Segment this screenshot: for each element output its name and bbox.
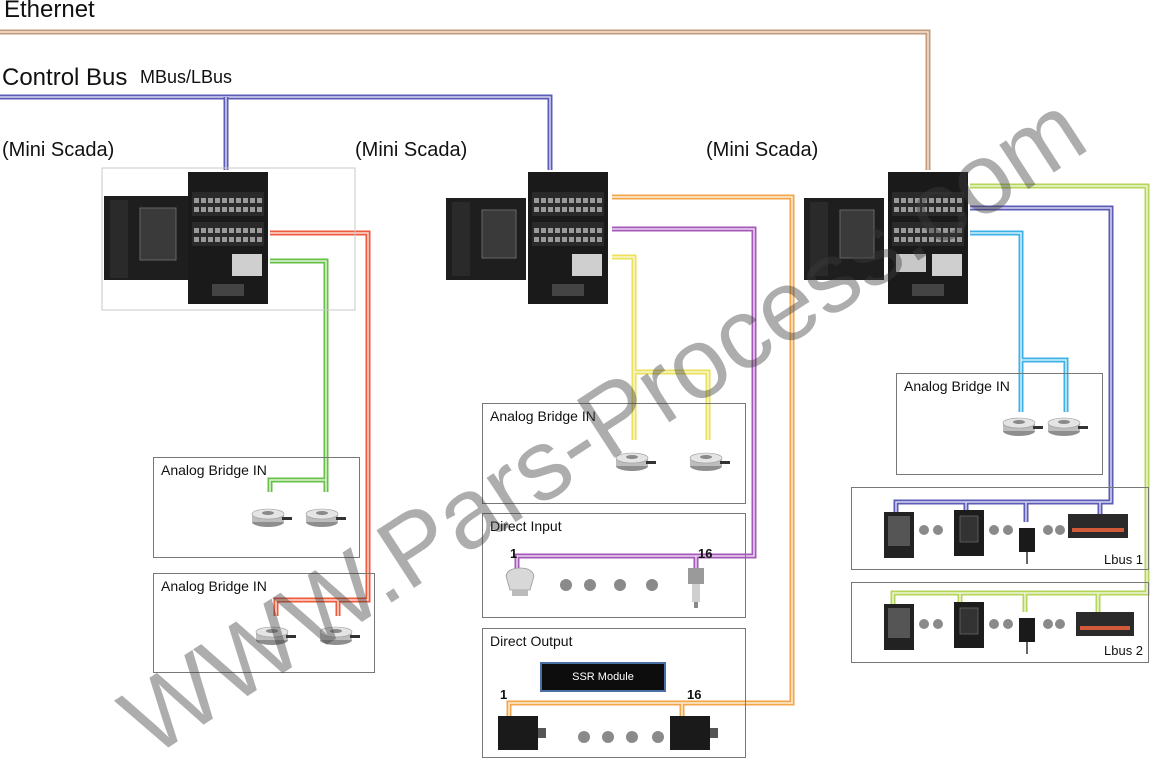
pressure-transmitter-icon [688,568,704,608]
motor-icon [498,716,546,750]
ellipsis-dots [578,731,664,743]
lbus2-box: Lbus 2 [851,582,1149,663]
scada-module-2 [446,172,608,304]
scada-module-1 [104,172,268,304]
direct-input-title: Direct Input [490,518,562,534]
control-bus-label: Control Bus [2,64,128,91]
lbus1-devices [884,510,1128,564]
analog-bridge-in-box: Analog Bridge IN [482,403,746,504]
lbus1-label: Lbus 1 [1104,552,1144,567]
bus-type-label: MBus/LBus [140,67,233,87]
analog-bridge-in-title: Analog Bridge IN [490,408,596,424]
lbus1-box: Lbus 1 [851,487,1149,570]
direct-output-title: Direct Output [490,633,573,649]
input-pin-first: 1 [510,546,518,561]
analog-bridge-in-box: Analog Bridge IN [896,373,1103,475]
direct-output-box: Direct Output [482,628,746,758]
mini-scada-label-2: (Mini Scada) [355,139,468,161]
output-pin-first: 1 [500,687,508,702]
lbus2-devices [884,602,1134,654]
ellipsis-dots [560,579,658,591]
mini-scada-label-3: (Mini Scada) [706,139,819,161]
output-pin-last: 16 [687,687,702,702]
lbus2-label: Lbus 2 [1104,643,1144,658]
analog-bridge-in-title: Analog Bridge IN [161,578,267,594]
analog-bridge-in-box: Analog Bridge IN [153,457,360,558]
motor-icon [670,716,718,750]
analog-bridge-in-title: Analog Bridge IN [161,462,267,478]
input-pin-last: 16 [698,546,713,561]
direct-input-box: Direct Input [482,513,746,618]
mini-scada-label-1: (Mini Scada) [2,139,115,161]
scada-module-3 [804,172,968,304]
analog-bridge-in-title: Analog Bridge IN [904,378,1010,394]
ethernet-label: Ethernet [4,0,95,23]
inductive-sensor-icon [505,567,535,596]
analog-bridge-in-box: Analog Bridge IN [153,573,375,673]
ssr-module: SSR Module [540,662,666,692]
bus-wires [0,29,1150,716]
